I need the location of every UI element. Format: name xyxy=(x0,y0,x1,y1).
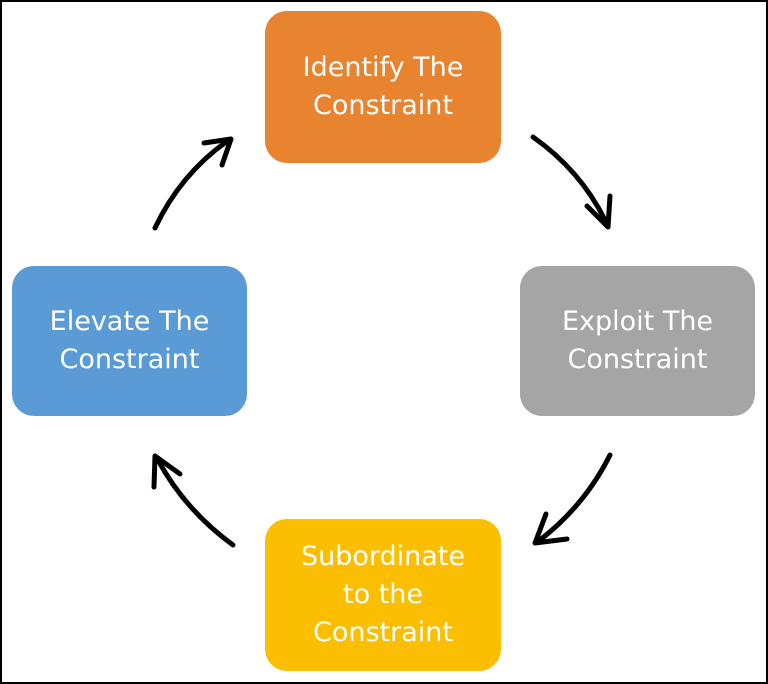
subordinate-constraint-label: Subordinate to the Constraint xyxy=(300,541,466,648)
elevate-constraint-box: Elevate The Constraint xyxy=(12,266,247,416)
identify-constraint-box: Identify The Constraint xyxy=(265,11,501,163)
elevate-constraint-label: Elevate The Constraint xyxy=(49,306,210,375)
exploit-constraint-box: Exploit The Constraint xyxy=(520,266,755,416)
subordinate-constraint-box: Subordinate to the Constraint xyxy=(265,519,501,671)
identify-constraint-label: Identify The Constraint xyxy=(302,52,464,121)
exploit-constraint-label: Exploit The Constraint xyxy=(561,306,714,375)
